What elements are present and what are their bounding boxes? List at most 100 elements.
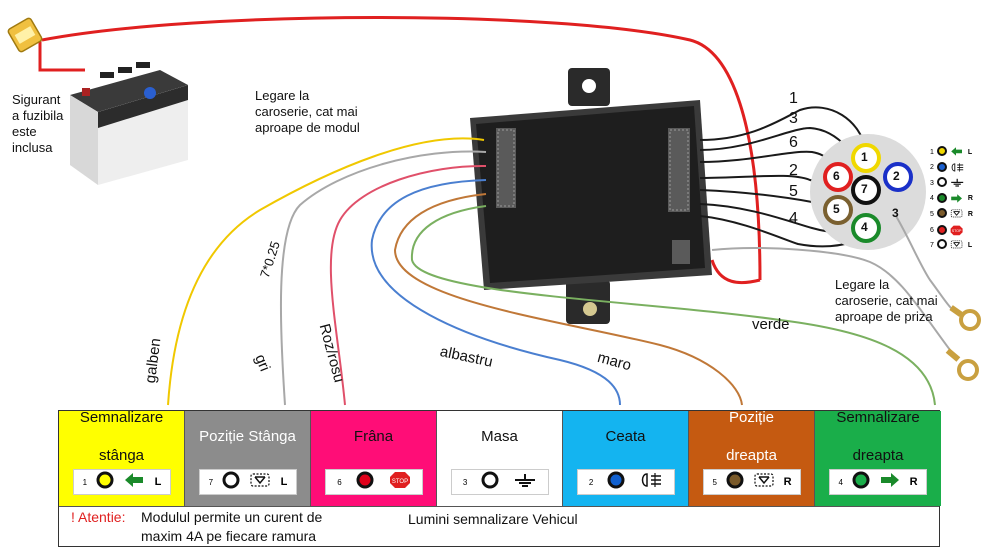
- legend-symbol-box: 6 STOP: [325, 469, 423, 495]
- legend-title-line: Semnalizare: [836, 408, 920, 426]
- ground-lug-icon: [945, 348, 979, 381]
- warning-line2: maxim 4A pe fiecare ramura: [141, 528, 317, 544]
- side-legend-num: 5: [930, 210, 934, 218]
- legend-title-line: Masa: [481, 427, 518, 445]
- stop-sign-icon: STOP: [389, 471, 411, 494]
- side-legend-num: 1: [930, 148, 934, 156]
- brown-wire: [393, 193, 743, 406]
- green-wire: [410, 205, 936, 406]
- legend-symbol-box: 3: [451, 469, 549, 495]
- side-legend-row: 3: [930, 174, 966, 192]
- legend-column-title: Masa: [437, 411, 562, 461]
- legend-pin-number: 3: [462, 477, 468, 487]
- warning-line1: Modulul permite un curent de: [141, 509, 323, 525]
- legend-title-line: stânga: [98, 446, 145, 464]
- legend-pin-number: 5: [712, 477, 717, 487]
- legend-title-line: dreapta: [852, 446, 904, 464]
- legend-title-line: Frâna: [353, 427, 394, 445]
- position-light-icon: [950, 209, 963, 220]
- pin-number: 1: [789, 90, 798, 107]
- legend-footer: Lumini semnalizare Vehicul: [408, 511, 578, 527]
- legend-column-title: Poziție Stânga: [185, 411, 310, 461]
- pin-dot-icon: [96, 471, 114, 494]
- pin-dot-icon: [936, 176, 948, 190]
- ground-module-note: Legare la caroserie, cat mai aproape de …: [255, 88, 360, 135]
- legend-pin-number: 1: [82, 477, 88, 487]
- socket-pin-label: 5: [833, 202, 840, 216]
- fog-light-icon: [950, 162, 964, 173]
- socket-pin-label: 3: [892, 206, 899, 220]
- pin-dot-icon: [936, 207, 948, 221]
- side-legend-tag: R: [967, 210, 973, 218]
- svg-text:STOP: STOP: [952, 229, 962, 233]
- pin-dot-icon: [222, 471, 240, 494]
- stop-sign-icon: STOP: [950, 225, 963, 237]
- divider: [59, 506, 939, 507]
- position-light-icon: [950, 240, 963, 251]
- socket-pin-label: 7: [861, 182, 868, 196]
- warning-prefix: ! Atentie:: [71, 509, 126, 525]
- legend-title-line: Poziție: [728, 408, 775, 426]
- socket-pin-label: 6: [833, 169, 840, 183]
- legend-column-title: Semnalizare dreapta: [815, 408, 941, 464]
- ground-socket-note: Legare la caroserie, cat mai aproape de …: [835, 277, 938, 324]
- wire-label-verde: verde: [752, 316, 790, 333]
- arrow-right-icon: [950, 193, 962, 204]
- socket-pin-label: 4: [861, 220, 868, 234]
- pin-dot-icon: [726, 471, 744, 494]
- battery-icon: [70, 62, 188, 185]
- side-legend-tag: L: [967, 148, 973, 156]
- pin-dot-icon: [936, 192, 948, 206]
- gray-wire: [279, 150, 487, 406]
- legend-column-title: Frâna: [311, 411, 436, 461]
- legend-pin-number: 6: [337, 477, 342, 487]
- pin-number: 4: [789, 210, 798, 227]
- ground-icon: [950, 178, 964, 189]
- side-legend-tag: R: [967, 195, 973, 202]
- legend-side-tag: R: [909, 476, 918, 488]
- gray-ground-wire: [711, 247, 951, 351]
- ground-icon: [513, 472, 537, 493]
- socket-pin-label: 1: [861, 150, 868, 164]
- pin-dot-icon: [607, 471, 625, 494]
- legend-pin-number: 2: [588, 477, 594, 487]
- pin-dot-icon: [356, 471, 374, 494]
- pin-number: 2: [789, 162, 798, 179]
- legend-title-line: Ceata: [605, 427, 646, 445]
- legend-column: Frâna 6 STOP: [311, 411, 437, 506]
- svg-text:STOP: STOP: [392, 479, 408, 485]
- trailer-socket: [810, 134, 926, 250]
- blue-wire: [370, 179, 621, 406]
- side-legend-tag: L: [967, 241, 973, 249]
- ground-lug-icon: [949, 305, 981, 331]
- fuse-icon: [7, 17, 43, 53]
- pin-dot-icon: [936, 224, 948, 238]
- side-legend-num: 2: [930, 164, 934, 171]
- socket-pin-label: 2: [893, 169, 900, 183]
- red-wire-battery: [38, 40, 85, 72]
- arrow-left-icon: [950, 147, 962, 158]
- pin-dot-icon: [852, 471, 870, 494]
- pin-number: 5: [789, 183, 798, 200]
- side-legend-num: 4: [930, 195, 934, 202]
- legend-side-tag: L: [280, 476, 288, 488]
- legend-symbol-box: 2: [577, 469, 675, 495]
- red-wire-module: [710, 259, 761, 285]
- fog-light-icon: [639, 472, 663, 493]
- legend-column: Masa 3: [437, 411, 563, 506]
